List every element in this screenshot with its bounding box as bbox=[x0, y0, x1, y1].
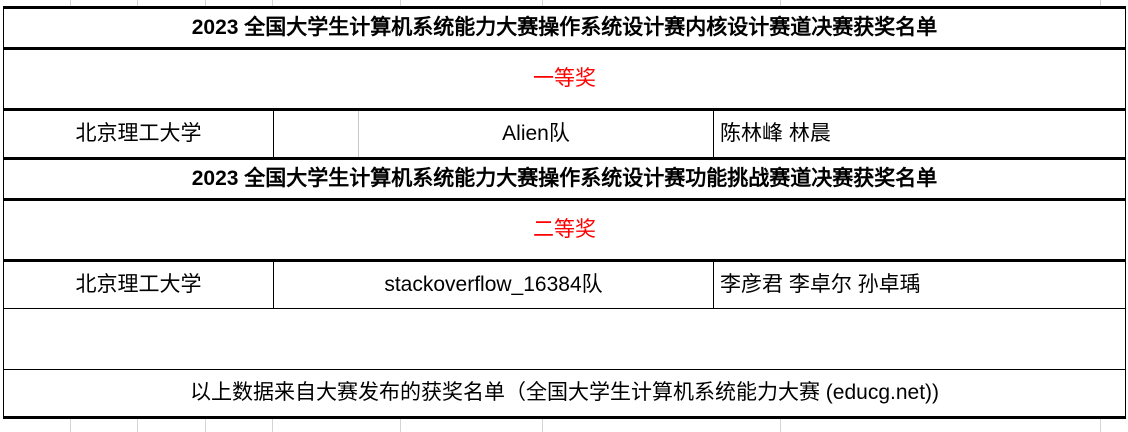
cell-school: 北京理工大学 bbox=[3, 108, 274, 159]
table-row-section-title: 2023 全国大学生计算机系统能力大赛操作系统设计赛功能挑战赛道决赛获奖名单 bbox=[3, 157, 1126, 201]
award-list-table: 2023 全国大学生计算机系统能力大赛操作系统设计赛内核设计赛道决赛获奖名单 一… bbox=[3, 6, 1126, 419]
cell-blank bbox=[273, 108, 359, 159]
table-row-entry: 北京理工大学 Alien队 陈林峰 林晨 bbox=[3, 108, 1126, 159]
section-title-function-track: 2023 全国大学生计算机系统能力大赛操作系统设计赛功能挑战赛道决赛获奖名单 bbox=[3, 157, 1126, 201]
table-row-section-title: 2023 全国大学生计算机系统能力大赛操作系统设计赛内核设计赛道决赛获奖名单 bbox=[3, 6, 1126, 50]
table-row-footer: 以上数据来自大赛发布的获奖名单（全国大学生计算机系统能力大赛 (educg.ne… bbox=[3, 369, 1126, 419]
cell-members: 陈林峰 林晨 bbox=[713, 108, 1126, 159]
footer-source-note: 以上数据来自大赛发布的获奖名单（全国大学生计算机系统能力大赛 (educg.ne… bbox=[3, 369, 1126, 419]
cell-team-name: stackoverflow_16384队 bbox=[273, 259, 714, 309]
table-row-entry: 北京理工大学 stackoverflow_16384队 李彦君 李卓尔 孙卓瑀 bbox=[3, 259, 1126, 309]
section-title-kernel-track: 2023 全国大学生计算机系统能力大赛操作系统设计赛内核设计赛道决赛获奖名单 bbox=[3, 6, 1126, 50]
award-label-first-prize: 一等奖 bbox=[3, 48, 1126, 110]
cell-members: 李彦君 李卓尔 孙卓瑀 bbox=[713, 259, 1126, 309]
award-label-second-prize: 二等奖 bbox=[3, 199, 1126, 261]
empty-band bbox=[3, 308, 1126, 370]
table-row-award-label: 二等奖 bbox=[3, 199, 1126, 261]
cell-team-name: Alien队 bbox=[358, 108, 714, 159]
table-row-award-label: 一等奖 bbox=[3, 48, 1126, 110]
table-row-spacer bbox=[3, 308, 1126, 370]
cell-school: 北京理工大学 bbox=[3, 259, 274, 309]
